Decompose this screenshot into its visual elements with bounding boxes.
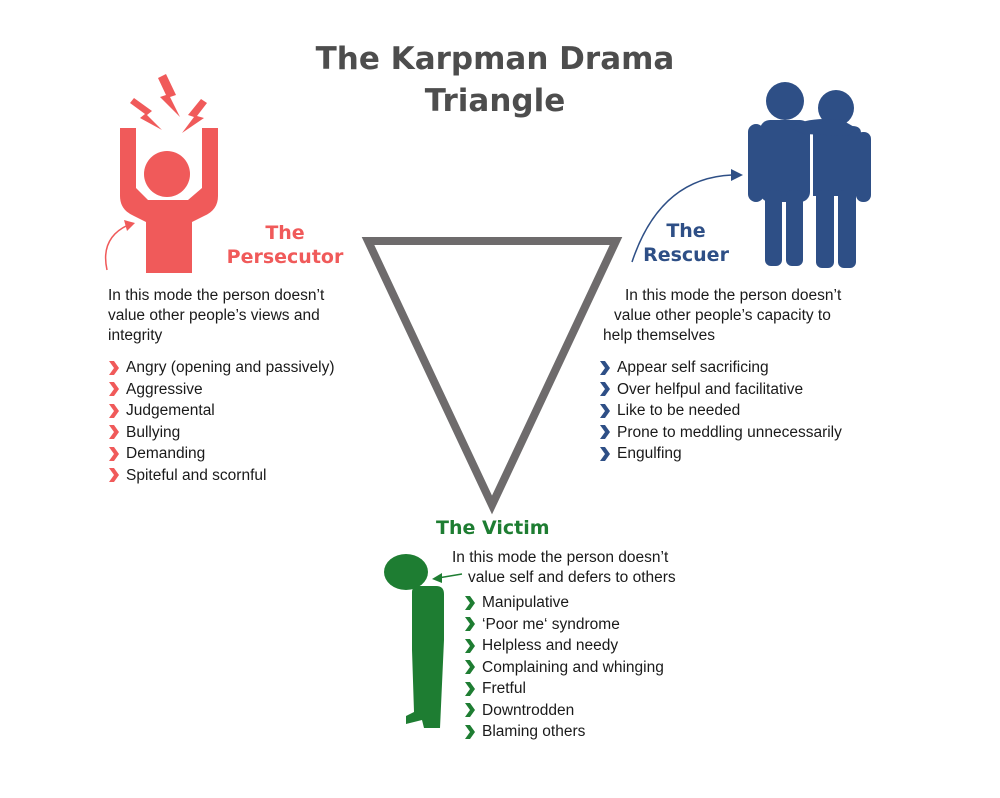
victim-figure-icon bbox=[384, 554, 444, 728]
list-item: Blaming others bbox=[464, 721, 664, 743]
list-item: Prone to meddling unnecessarily bbox=[599, 422, 842, 444]
rescuer-description: In this mode the person doesn’t value ot… bbox=[603, 286, 903, 346]
trait-text: Helpless and needy bbox=[482, 637, 619, 654]
persecutor-figure-icon bbox=[120, 74, 218, 273]
chevron-right-icon bbox=[600, 403, 610, 418]
rescuer-label-line-2: Rescuer bbox=[643, 244, 729, 266]
list-item: Like to be needed bbox=[599, 400, 842, 422]
victim-description: In this mode the person doesn’t value se… bbox=[452, 548, 752, 588]
list-item: Bullying bbox=[108, 422, 335, 444]
rescuer-traits-list: Appear self sacrificing Over helfpul and… bbox=[599, 357, 842, 465]
trait-text: Manipulative bbox=[482, 594, 570, 611]
list-item: Appear self sacrificing bbox=[599, 357, 842, 379]
chevron-right-icon bbox=[465, 681, 475, 696]
chevron-right-icon bbox=[600, 446, 610, 461]
diagram-title: The Karpman Drama Triangle bbox=[0, 38, 990, 122]
trait-text: ‘Poor me‘ syndrome bbox=[482, 615, 620, 633]
lightning-bolt-icon bbox=[182, 99, 207, 133]
persecutor-label: The Persecutor bbox=[215, 221, 355, 269]
list-item: Aggressive bbox=[108, 379, 335, 401]
trait-text: Over helfpul and facilitative bbox=[617, 380, 804, 398]
list-item: Manipulative bbox=[464, 592, 664, 614]
victim-label: The Victim bbox=[436, 517, 550, 539]
list-item: Judgemental bbox=[108, 400, 335, 422]
list-item: Spiteful and scornful bbox=[108, 465, 335, 487]
chevron-right-icon bbox=[465, 617, 475, 632]
trait-text: Demanding bbox=[126, 445, 206, 462]
trait-text: Appear self sacrificing bbox=[617, 359, 769, 376]
description-line: help themselves bbox=[603, 327, 716, 344]
drama-triangle bbox=[361, 237, 623, 515]
lightning-bolt-icon bbox=[158, 74, 180, 117]
description-line: In this mode the person doesn’t bbox=[625, 287, 842, 304]
trait-text: Bullying bbox=[126, 423, 181, 441]
persecutor-description: In this mode the person doesn’t value ot… bbox=[108, 286, 388, 346]
trait-text: Aggressive bbox=[126, 380, 203, 398]
chevron-right-icon bbox=[465, 703, 475, 718]
lightning-bolt-icon bbox=[130, 98, 162, 130]
chevron-right-icon bbox=[600, 425, 610, 440]
description-line: integrity bbox=[108, 327, 163, 344]
rescuer-label-line-1: The bbox=[666, 220, 706, 242]
trait-text: Complaining and whinging bbox=[482, 658, 664, 676]
chevron-right-icon bbox=[600, 360, 610, 375]
description-line: In this mode the person doesn’t bbox=[452, 549, 669, 566]
chevron-right-icon bbox=[465, 660, 475, 675]
description-line: value self and defers to others bbox=[468, 569, 676, 586]
description-line: value other people’s capacity to bbox=[614, 307, 831, 324]
persecutor-label-line-2: Persecutor bbox=[226, 246, 344, 268]
list-item: Over helfpul and facilitative bbox=[599, 379, 842, 401]
victim-traits-list: Manipulative ‘Poor me‘ syndrome Helpless… bbox=[464, 592, 664, 743]
chevron-right-icon bbox=[465, 638, 475, 653]
rescuer-figure-icon bbox=[748, 82, 871, 268]
description-line: value other people’s views and bbox=[108, 307, 320, 324]
chevron-right-icon bbox=[109, 468, 119, 483]
trait-text: Angry (opening and passively) bbox=[126, 359, 335, 376]
chevron-right-icon bbox=[600, 382, 610, 397]
list-item: Downtrodden bbox=[464, 700, 664, 722]
list-item: Engulfing bbox=[599, 443, 842, 465]
trait-text: Like to be needed bbox=[617, 402, 741, 419]
chevron-right-icon bbox=[109, 403, 119, 418]
list-item: Complaining and whinging bbox=[464, 657, 664, 679]
trait-text: Judgemental bbox=[126, 402, 215, 419]
trait-text: Prone to meddling unnecessarily bbox=[617, 423, 842, 441]
title-line-2: Triangle bbox=[424, 83, 566, 119]
persecutor-traits-list: Angry (opening and passively) Aggressive… bbox=[108, 357, 335, 486]
chevron-right-icon bbox=[465, 724, 475, 739]
chevron-right-icon bbox=[109, 425, 119, 440]
title-line-1: The Karpman Drama bbox=[315, 41, 675, 77]
chevron-right-icon bbox=[465, 595, 475, 610]
list-item: Demanding bbox=[108, 443, 335, 465]
rescuer-label: The Rescuer bbox=[626, 219, 746, 267]
list-item: Angry (opening and passively) bbox=[108, 357, 335, 379]
chevron-right-icon bbox=[109, 360, 119, 375]
chevron-right-icon bbox=[109, 382, 119, 397]
trait-text: Engulfing bbox=[617, 445, 682, 462]
list-item: Fretful bbox=[464, 678, 664, 700]
description-line: In this mode the person doesn’t bbox=[108, 287, 325, 304]
trait-text: Fretful bbox=[482, 680, 526, 697]
trait-text: Blaming others bbox=[482, 723, 586, 740]
trait-text: Spiteful and scornful bbox=[126, 466, 267, 484]
list-item: ‘Poor me‘ syndrome bbox=[464, 614, 664, 636]
trait-text: Downtrodden bbox=[482, 701, 575, 719]
persecutor-label-line-1: The bbox=[265, 222, 305, 244]
chevron-right-icon bbox=[109, 446, 119, 461]
list-item: Helpless and needy bbox=[464, 635, 664, 657]
